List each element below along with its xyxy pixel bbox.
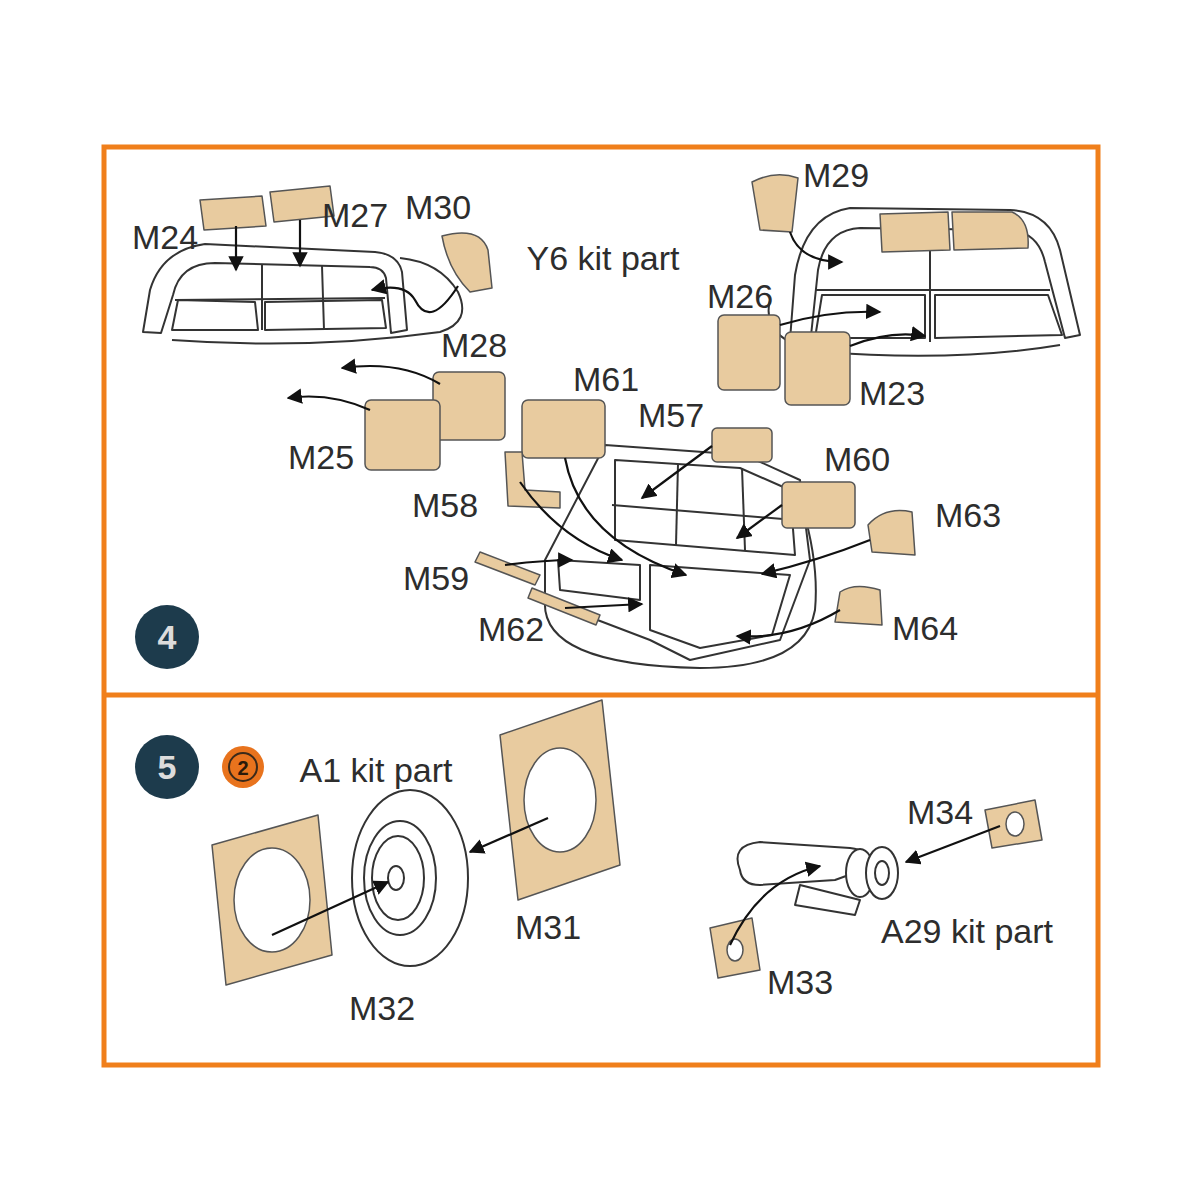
kit-part-label: A29 kit part [881,914,1053,948]
part-number: M30 [405,190,471,224]
part-number: M33 [767,965,833,999]
part-number: M26 [707,279,773,313]
part-number: M58 [412,488,478,522]
part-number: M59 [403,561,469,595]
part-number: M24 [132,220,198,254]
panel-divider [104,693,1098,698]
part-number: M64 [892,611,958,645]
leader-arrows [236,220,1000,945]
part-number: M28 [441,328,507,362]
kit-part-label: A1 kit part [299,753,452,787]
part-number: M57 [638,398,704,432]
repeat-icon [222,746,264,788]
part-number: M29 [803,158,869,192]
part-number: M25 [288,440,354,474]
step-number-text: 4 [158,620,177,654]
panel-border [104,147,1098,1065]
part-number: M27 [322,198,388,232]
repeat-count: 2 [237,758,248,778]
part-number: M60 [824,442,890,476]
part-number: M23 [859,376,925,410]
step-number: 4 [135,605,199,669]
step-number-text: 5 [158,750,177,784]
mask-pieces [200,175,1042,985]
part-number: M32 [349,991,415,1025]
part-number: M63 [935,498,1001,532]
part-number: M62 [478,612,544,646]
part-number: M34 [907,795,973,829]
canopy-drawing [143,208,1080,966]
part-number: M61 [573,362,639,396]
part-number: M31 [515,910,581,944]
kit-part-label: Y6 kit part [526,241,679,275]
step-number: 5 [135,735,199,799]
